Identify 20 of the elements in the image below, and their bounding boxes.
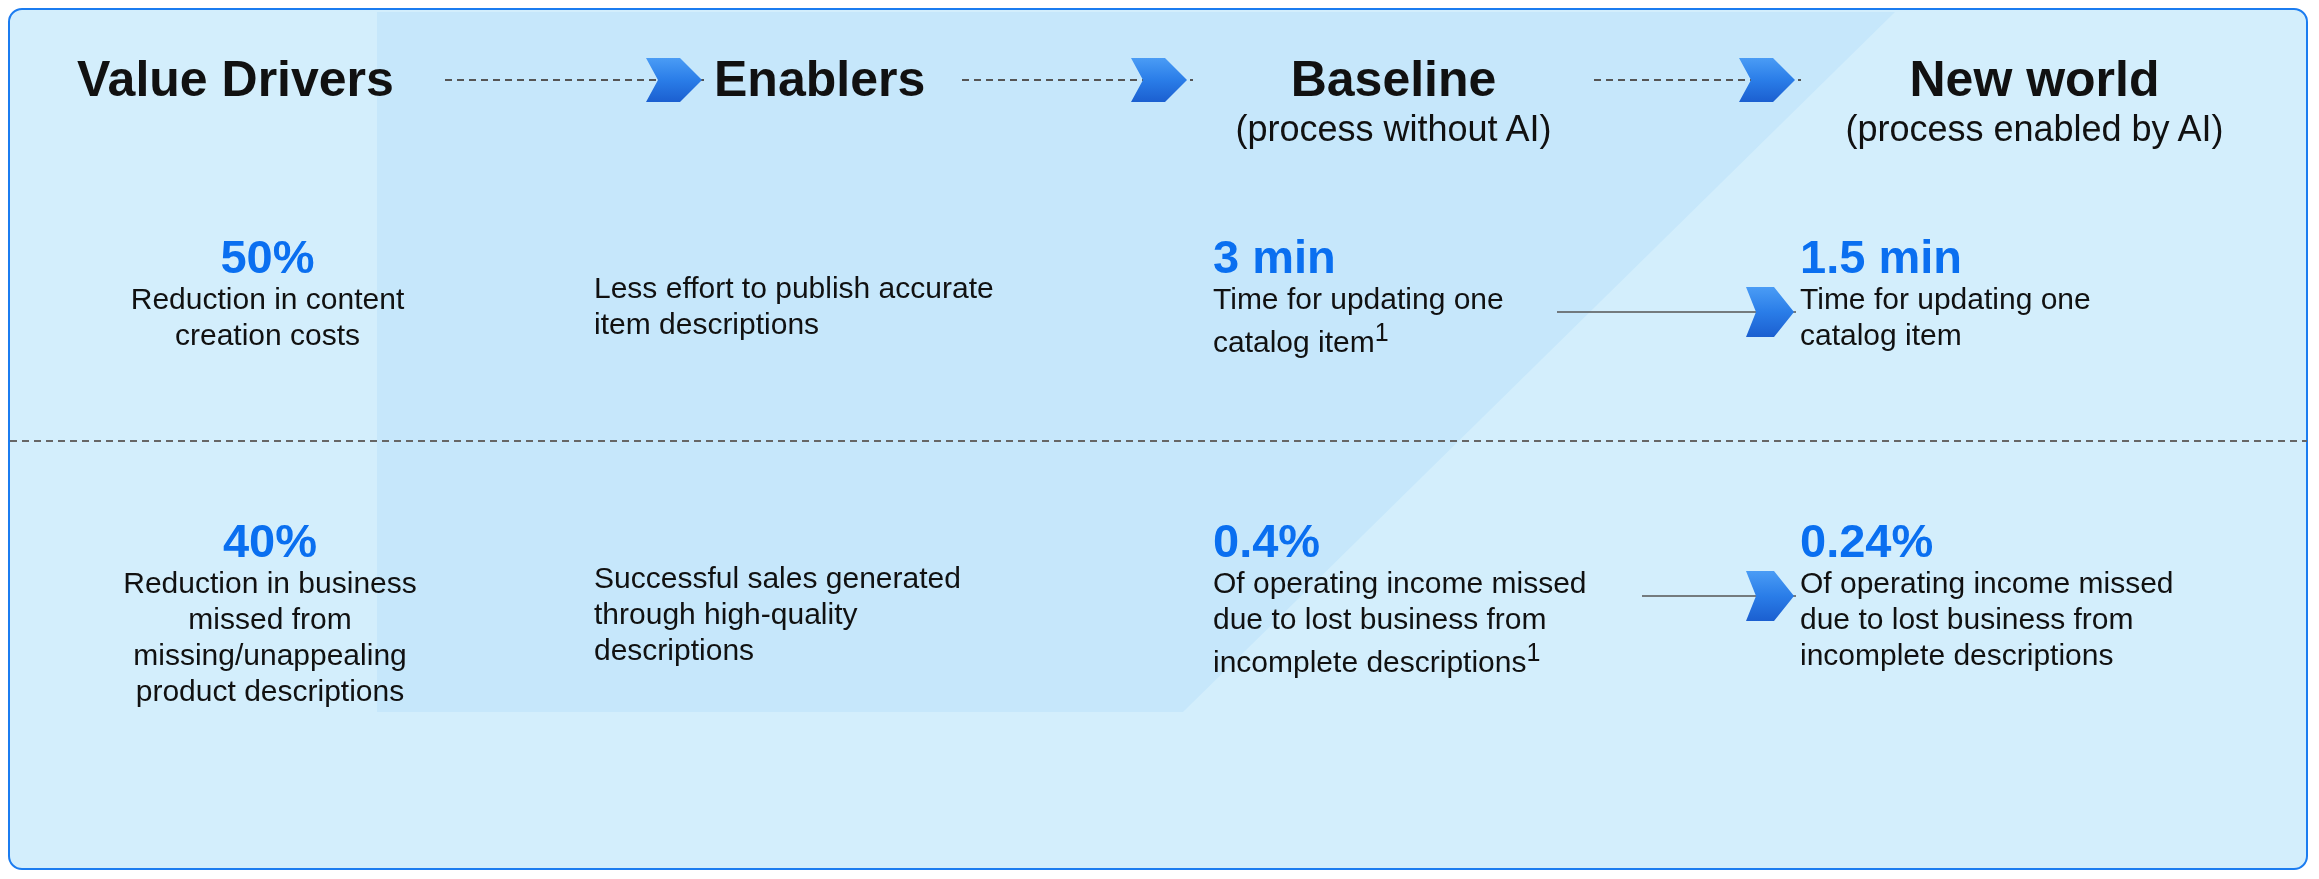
metric-value: 40%	[221, 516, 319, 566]
column-subheading: (process enabled by AI)	[1844, 108, 2225, 150]
metric-value: 0.24%	[1800, 516, 1935, 566]
column-heading: Baseline	[1289, 50, 1498, 108]
description-text: Less effort to publish accurate item descriptions	[594, 270, 995, 342]
metric-value: 0.4%	[1213, 516, 1322, 566]
metric-value: 1.5 min	[1800, 232, 1963, 282]
description-text: Reduction in content creation costs	[129, 281, 406, 354]
column-subheading: (process without AI)	[1234, 108, 1553, 150]
column-heading: Enablers	[714, 50, 927, 108]
description-text: Time for updating one catalog item$^{1}$	[1213, 281, 1505, 361]
metric-value: 3 min	[1213, 232, 1337, 282]
metric-value: 50%	[219, 232, 316, 282]
column-heading: Value Drivers	[77, 50, 395, 108]
description-text: Time for updating one catalog item	[1800, 281, 2092, 354]
description-text: Reduction in business missed from missing/unappealing product descriptions	[122, 565, 418, 710]
column-heading: New world	[1908, 50, 2161, 108]
description-text: Of operating income missed due to lost business from incomplete descriptions$^{1}$	[1213, 565, 1588, 681]
description-text: Of operating income missed due to lost business from incomplete descriptions	[1800, 565, 2175, 674]
description-text: Successful sales generated through high-quality descriptions	[594, 560, 962, 668]
